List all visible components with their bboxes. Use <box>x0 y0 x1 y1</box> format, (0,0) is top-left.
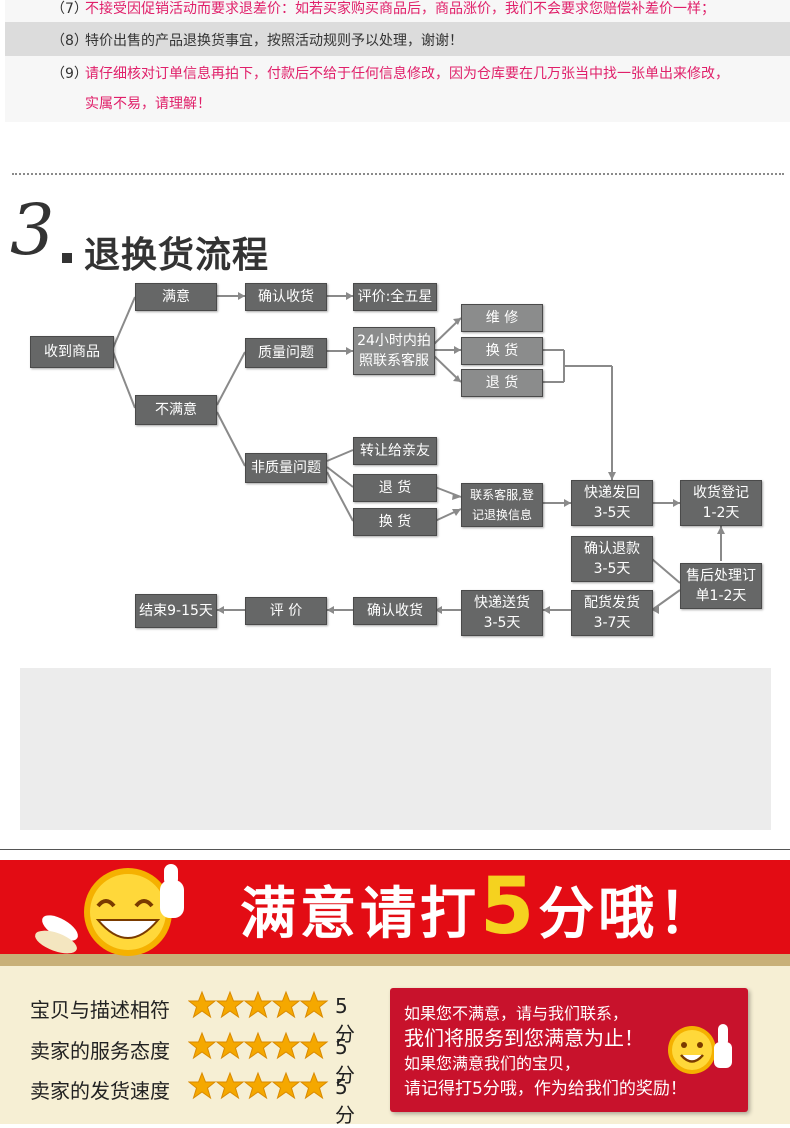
message-line2: 我们将服务到您满意为止！ <box>404 1026 644 1050</box>
flow-contact-24h-line1: 24小时内拍 <box>357 333 431 349</box>
flow-ship-goods-line1: 配货发货 <box>584 595 640 611</box>
flow-express-back-line2: 3-5天 <box>593 505 631 521</box>
dotted-divider <box>12 173 784 175</box>
message-line4: 请记得打5分哦，作为给我们的奖励！ <box>404 1079 687 1099</box>
section-number-dot <box>62 253 72 263</box>
flow-satisfied: 满意 <box>135 283 217 311</box>
section-number: 3 <box>10 189 55 271</box>
rating-label: 宝贝与描述相符 <box>30 998 170 1022</box>
notice-text-continued: 实属不易，请理解！ <box>85 96 211 112</box>
message-box: 如果您不满意，请与我们联系， 我们将服务到您满意为止！ 如果您满意我们的宝贝， … <box>390 988 748 1112</box>
flow-express-deliver: 快递送货 3-5天 <box>461 590 543 636</box>
flow-return-non-quality: 退 货 <box>353 474 437 502</box>
flow-exchange: 换 货 <box>461 337 543 365</box>
flow-return: 退 货 <box>461 369 543 397</box>
rating-label: 卖家的服务态度 <box>30 1039 170 1063</box>
flow-confirm-refund: 确认退款 3-5天 <box>571 536 653 582</box>
flow-register-info-line2: 记退换信息 <box>471 508 532 522</box>
flow-contact-24h: 24小时内拍 照联系客服 <box>353 327 435 375</box>
five-stars-icon <box>188 1031 329 1060</box>
flow-after-sales-line2: 单1-2天 <box>695 588 747 604</box>
rating-label: 卖家的发货速度 <box>30 1079 170 1103</box>
flow-receipt-register-line1: 收货登记 <box>693 485 749 501</box>
section-title: 退换货流程 <box>84 234 270 276</box>
rating-score: 5分 <box>335 1035 355 1087</box>
notice-number: （8） <box>51 33 88 49</box>
five-stars-icon <box>188 990 329 1019</box>
flow-ship-goods: 配货发货 3-7天 <box>571 590 653 636</box>
flow-confirm-receipt: 确认收货 <box>245 283 327 311</box>
notice-number: （7） <box>51 1 88 17</box>
flow-quality-issue: 质量问题 <box>245 338 327 368</box>
smiley-thumbs-up-icon <box>35 864 184 956</box>
flow-confirm-receipt-final: 确认收货 <box>353 597 437 625</box>
flow-ship-goods-line2: 3-7天 <box>593 615 631 631</box>
flow-end: 结束9-15天 <box>135 594 217 628</box>
flow-repair: 维 修 <box>461 304 543 332</box>
message-line3: 如果您满意我们的宝贝， <box>404 1054 581 1073</box>
flow-receipt-register-line2: 1-2天 <box>702 505 740 521</box>
banner-title-five: 5 <box>480 862 539 952</box>
blank-gray-panel <box>20 668 771 830</box>
notice-number: （9） <box>51 66 88 82</box>
flow-register-info-line1: 联系客服,登 <box>470 488 534 502</box>
flow-express-deliver-line2: 3-5天 <box>483 615 521 631</box>
five-stars-icon <box>188 1071 329 1100</box>
flow-non-quality-issue: 非质量问题 <box>245 453 327 483</box>
rating-score: 5分 <box>335 1075 355 1127</box>
notice-list: （7） 不接受因促销活动而要求退差价：如若买家购买商品后，商品涨价，我们不会要求… <box>5 0 790 122</box>
flow-express-deliver-line1: 快递送货 <box>474 595 530 611</box>
flow-confirm-refund-line1: 确认退款 <box>584 541 640 557</box>
flow-unsatisfied: 不满意 <box>135 395 217 425</box>
flow-confirm-refund-line2: 3-5天 <box>593 561 631 577</box>
divider-line <box>0 849 790 850</box>
notice-text: 不接受因促销活动而要求退差价：如若买家购买商品后，商品涨价，我们不会要求您赔偿补… <box>85 1 715 17</box>
banner-title-part1: 满意请打 <box>240 882 480 947</box>
flow-register-info: 联系客服,登 记退换信息 <box>461 483 543 527</box>
notice-text: 特价出售的产品退换货事宜，按照活动规则予以处理，谢谢！ <box>85 33 463 49</box>
flow-after-sales-processing: 售后处理订 单1-2天 <box>680 563 762 609</box>
rating-score: 5分 <box>335 994 355 1046</box>
notice-row-8: （8） 特价出售的产品退换货事宜，按照活动规则予以处理，谢谢！ <box>5 22 790 56</box>
flow-express-back-line1: 快递发回 <box>584 485 640 501</box>
flow-receive-goods: 收到商品 <box>30 336 114 368</box>
notice-row-9: （9） 请仔细核对订单信息再拍下，付款后不给于任何信息修改，因为仓库要在几万张当… <box>5 56 790 122</box>
notice-row-7: （7） 不接受因促销活动而要求退差价：如若买家购买商品后，商品涨价，我们不会要求… <box>5 0 790 22</box>
flowchart-connectors <box>112 292 725 614</box>
smiley-thumbs-up-icon <box>668 1024 732 1074</box>
flow-exchange-non-quality: 换 货 <box>353 508 437 536</box>
flow-express-back: 快递发回 3-5天 <box>571 480 653 526</box>
flow-review: 评 价 <box>245 597 327 625</box>
banner-title: 满意请打5分哦！ <box>240 862 718 952</box>
banner-title-part2: 分哦！ <box>538 882 719 947</box>
flow-receipt-register: 收货登记 1-2天 <box>680 480 762 526</box>
flow-after-sales-line1: 售后处理订 <box>686 568 756 584</box>
banner-stripe <box>0 954 790 966</box>
flow-rate-five-stars: 评价:全五星 <box>353 283 437 311</box>
notice-text: 请仔细核对订单信息再拍下，付款后不给于任何信息修改，因为仓库要在几万张当中找一张… <box>85 66 729 82</box>
flow-contact-24h-line2: 照联系客服 <box>359 353 429 369</box>
message-line1: 如果您不满意，请与我们联系， <box>404 1004 629 1023</box>
flow-transfer-to-friends: 转让给亲友 <box>353 437 437 465</box>
